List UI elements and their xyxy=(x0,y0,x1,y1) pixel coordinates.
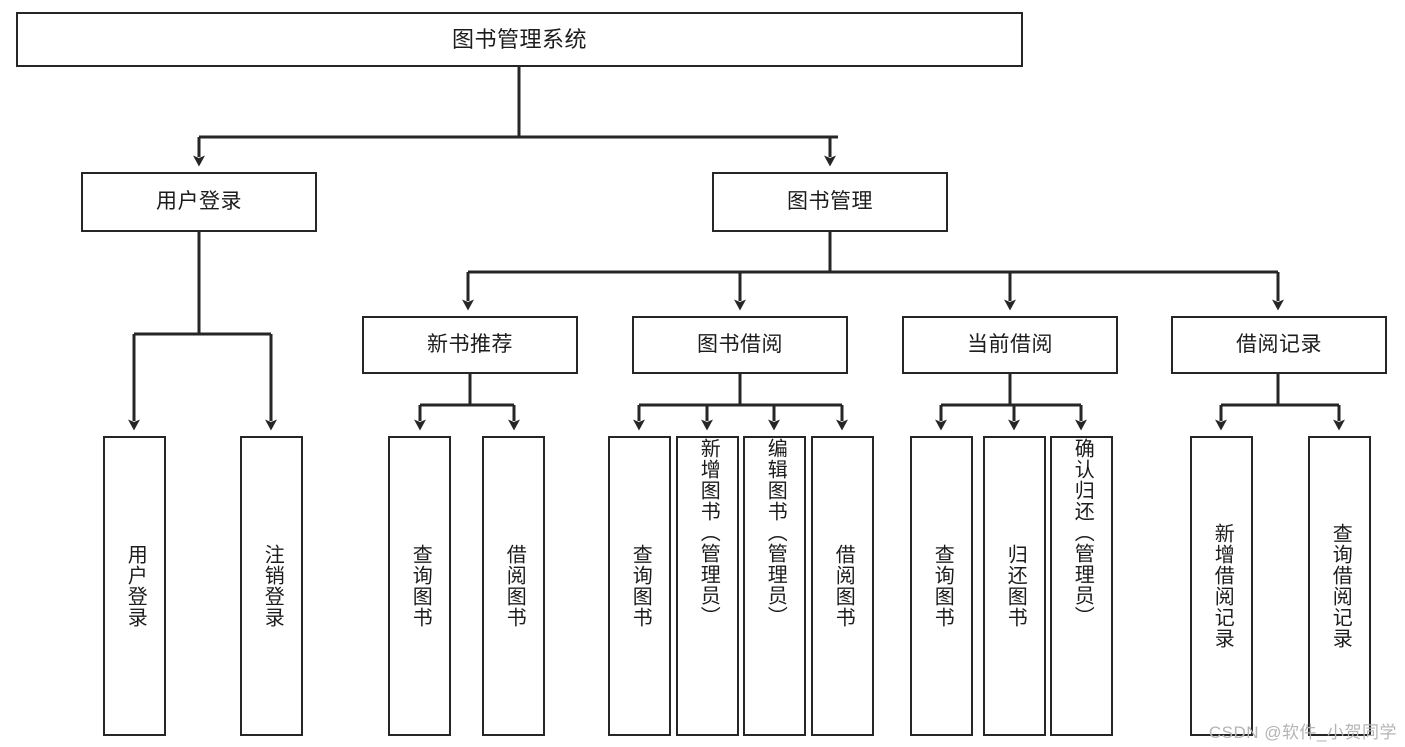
leaf-borrow-books-newbook[interactable]: 借阅图书 xyxy=(482,436,545,736)
node-new-book-recommend-label: 新书推荐 xyxy=(427,332,513,356)
node-user-login[interactable]: 用户登录 xyxy=(81,172,317,232)
leaf-confirm-return-admin-label: 确认归还（管理员） xyxy=(1071,438,1094,627)
leaf-logout-label: 注销登录 xyxy=(261,544,284,628)
leaf-query-books-borrow[interactable]: 查询图书 xyxy=(608,436,671,736)
leaf-borrow-books[interactable]: 借阅图书 xyxy=(811,436,874,736)
node-current-borrow[interactable]: 当前借阅 xyxy=(902,316,1118,374)
leaf-add-book-admin-label: 新增图书（管理员） xyxy=(697,438,720,627)
leaf-query-books-current-label: 查询图书 xyxy=(931,544,954,628)
leaf-return-books-label: 归还图书 xyxy=(1004,544,1027,628)
leaf-edit-book-admin-label: 编辑图书（管理员） xyxy=(764,438,787,627)
leaf-user-login-label: 用户登录 xyxy=(124,544,147,628)
node-book-borrow-label: 图书借阅 xyxy=(697,332,783,356)
node-book-management-label: 图书管理 xyxy=(787,189,873,213)
leaf-query-books-current[interactable]: 查询图书 xyxy=(910,436,973,736)
leaf-borrow-books-newbook-label: 借阅图书 xyxy=(503,544,526,628)
leaf-confirm-return-admin[interactable]: 确认归还（管理员） xyxy=(1050,436,1113,736)
leaf-query-books-newbook-label: 查询图书 xyxy=(409,544,432,628)
leaf-return-books[interactable]: 归还图书 xyxy=(983,436,1046,736)
leaf-add-borrow-record-label: 新增借阅记录 xyxy=(1211,523,1234,649)
node-root-label: 图书管理系统 xyxy=(451,26,587,52)
node-book-borrow[interactable]: 图书借阅 xyxy=(632,316,848,374)
node-borrow-records-label: 借阅记录 xyxy=(1236,332,1322,356)
leaf-user-login[interactable]: 用户登录 xyxy=(103,436,166,736)
leaf-add-borrow-record[interactable]: 新增借阅记录 xyxy=(1190,436,1253,736)
node-user-login-label: 用户登录 xyxy=(156,189,242,213)
node-book-management[interactable]: 图书管理 xyxy=(712,172,948,232)
leaf-add-book-admin[interactable]: 新增图书（管理员） xyxy=(676,436,739,736)
leaf-query-books-borrow-label: 查询图书 xyxy=(629,544,652,628)
node-new-book-recommend[interactable]: 新书推荐 xyxy=(362,316,578,374)
leaf-query-borrow-record[interactable]: 查询借阅记录 xyxy=(1308,436,1371,736)
watermark: CSDN @软件_小贺同学 xyxy=(1208,723,1397,742)
node-root[interactable]: 图书管理系统 xyxy=(16,12,1023,67)
leaf-query-borrow-record-label: 查询借阅记录 xyxy=(1329,523,1352,649)
node-borrow-records[interactable]: 借阅记录 xyxy=(1171,316,1387,374)
leaf-logout[interactable]: 注销登录 xyxy=(240,436,303,736)
node-current-borrow-label: 当前借阅 xyxy=(967,332,1053,356)
leaf-borrow-books-label: 借阅图书 xyxy=(832,544,855,628)
leaf-query-books-newbook[interactable]: 查询图书 xyxy=(388,436,451,736)
leaf-edit-book-admin[interactable]: 编辑图书（管理员） xyxy=(743,436,806,736)
